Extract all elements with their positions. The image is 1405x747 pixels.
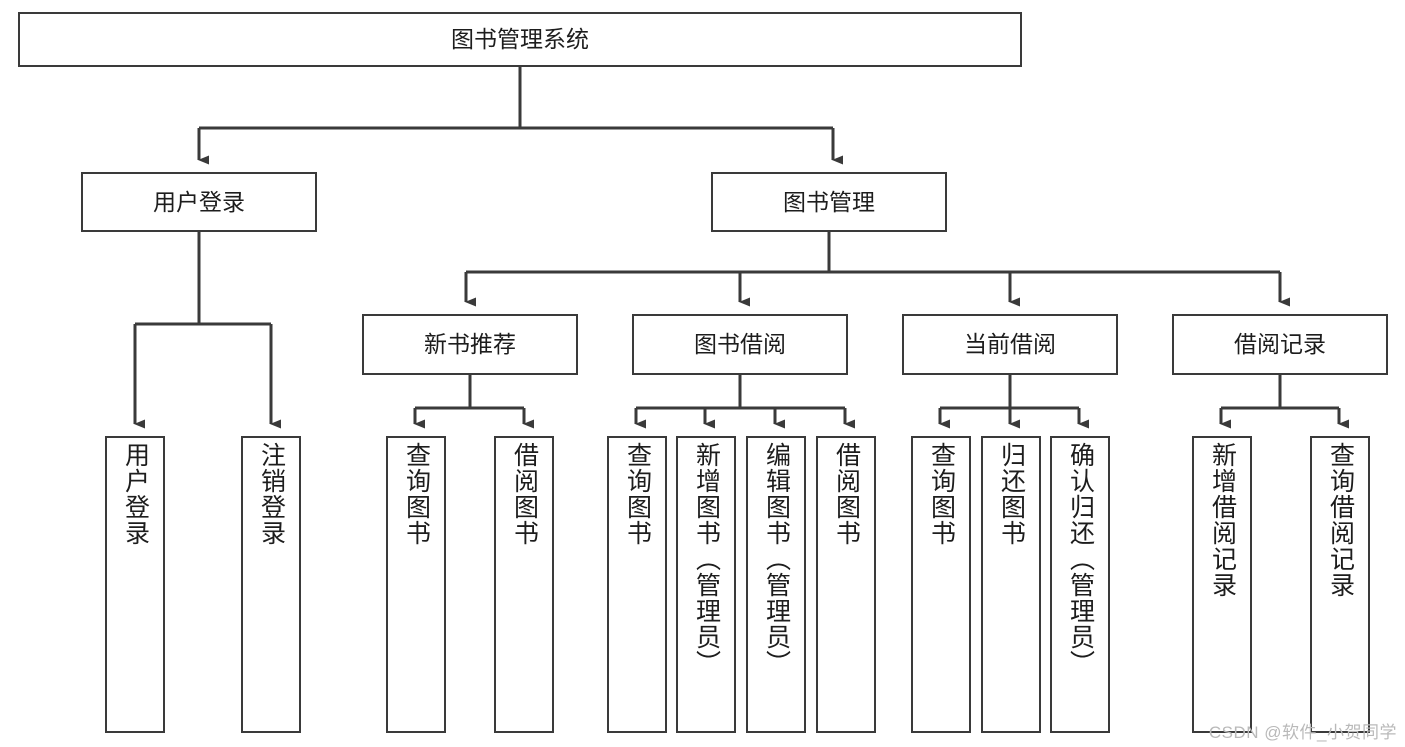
leaf-user-login-signin[interactable]: 用户登录 — [105, 436, 165, 733]
node-label: 图书管理系统 — [451, 26, 589, 53]
leaf-borrow-borrow-book[interactable]: 借阅图书 — [816, 436, 876, 733]
node-current-borrow[interactable]: 当前借阅 — [902, 314, 1118, 375]
csdn-watermark: CSDN @软件_小贺同学 — [1208, 723, 1397, 742]
leaf-borrow-edit-book-admin[interactable]: 编辑图书（管理员） — [746, 436, 806, 733]
node-label: 确认归还（管理员） — [1066, 442, 1095, 676]
node-new-book-recommend[interactable]: 新书推荐 — [362, 314, 578, 375]
node-label: 图书借阅 — [694, 331, 786, 358]
node-label: 图书管理 — [783, 188, 875, 215]
leaf-current-query-book[interactable]: 查询图书 — [911, 436, 971, 733]
node-label: 注销登录 — [257, 442, 286, 546]
leaf-user-login-signout[interactable]: 注销登录 — [241, 436, 301, 733]
node-label: 借阅图书 — [510, 442, 539, 546]
node-label: 查询借阅记录 — [1326, 442, 1355, 598]
leaf-borrow-query-book[interactable]: 查询图书 — [607, 436, 667, 733]
node-label: 查询图书 — [623, 442, 652, 546]
leaf-current-confirm-return-admin[interactable]: 确认归还（管理员） — [1050, 436, 1110, 733]
node-borrow-record[interactable]: 借阅记录 — [1172, 314, 1388, 375]
node-label: 借阅图书 — [832, 442, 861, 546]
node-root-system[interactable]: 图书管理系统 — [18, 12, 1022, 67]
node-label: 用户登录 — [153, 188, 245, 215]
node-label: 归还图书 — [997, 442, 1026, 546]
leaf-new-book-borrow[interactable]: 借阅图书 — [494, 436, 554, 733]
node-label: 借阅记录 — [1234, 331, 1326, 358]
node-label: 当前借阅 — [964, 331, 1056, 358]
node-book-borrow[interactable]: 图书借阅 — [632, 314, 848, 375]
leaf-new-book-query[interactable]: 查询图书 — [386, 436, 446, 733]
node-label: 查询图书 — [402, 442, 431, 546]
node-label: 用户登录 — [121, 442, 150, 546]
node-label: 新书推荐 — [424, 331, 516, 358]
node-label: 编辑图书（管理员） — [762, 442, 791, 676]
leaf-current-return-book[interactable]: 归还图书 — [981, 436, 1041, 733]
node-label: 新增借阅记录 — [1208, 442, 1237, 598]
leaf-record-add-record[interactable]: 新增借阅记录 — [1192, 436, 1252, 733]
leaf-record-query-record[interactable]: 查询借阅记录 — [1310, 436, 1370, 733]
node-label: 新增图书（管理员） — [692, 442, 721, 676]
node-user-login[interactable]: 用户登录 — [81, 172, 317, 232]
leaf-borrow-add-book-admin[interactable]: 新增图书（管理员） — [676, 436, 736, 733]
node-book-management[interactable]: 图书管理 — [711, 172, 947, 232]
node-label: 查询图书 — [927, 442, 956, 546]
